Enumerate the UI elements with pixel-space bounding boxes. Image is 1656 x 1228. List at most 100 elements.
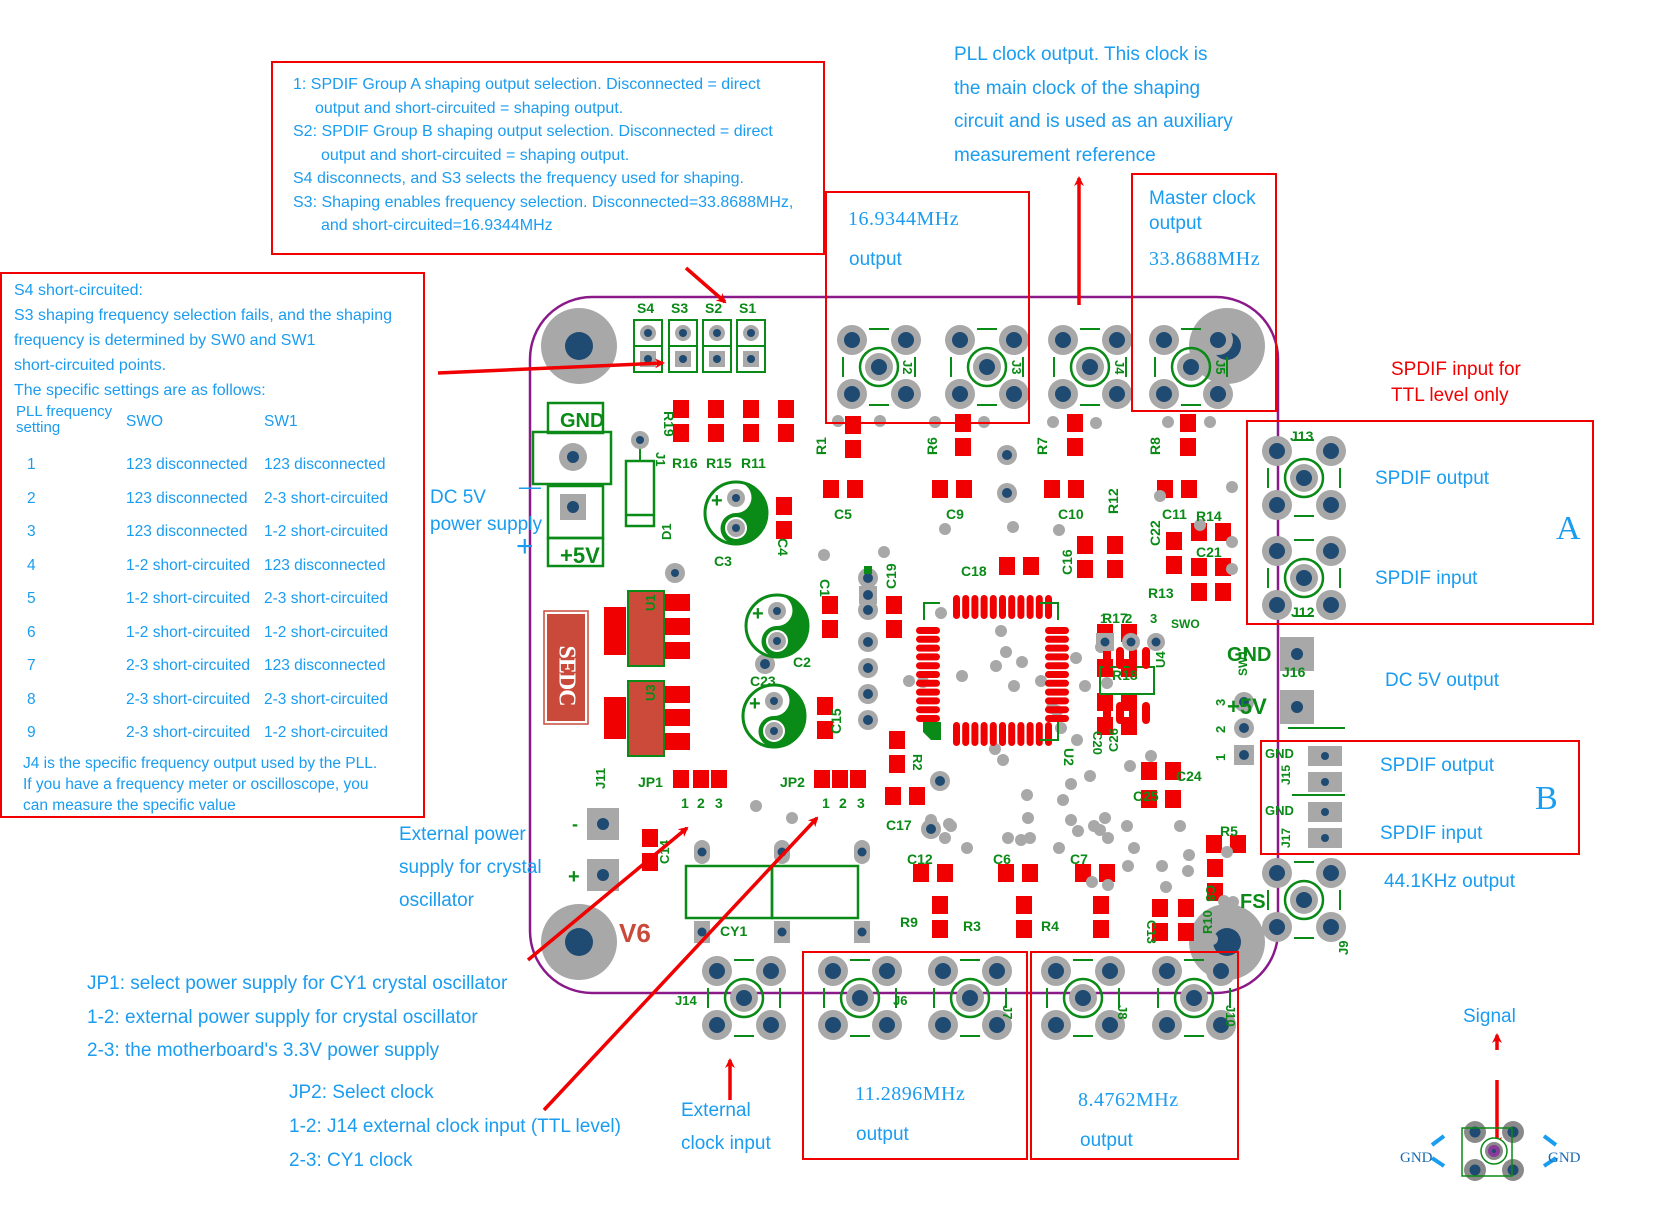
- smd-pad: [822, 596, 838, 614]
- arrow-s4-note: [437, 358, 665, 375]
- silk-label-p2: 2: [697, 795, 705, 811]
- silk-label-gnd-j16: GND: [1227, 644, 1271, 666]
- via: [990, 660, 1002, 672]
- left-note-line: The specific settings are as follows:: [14, 382, 266, 399]
- smd-pad: [673, 424, 689, 442]
- master-clock-freq: 33.8688MHz: [1149, 248, 1261, 270]
- master-clock-box: [1131, 173, 1277, 412]
- top-note-line: output and short-circuited = shaping out…: [315, 99, 624, 117]
- via: [1002, 832, 1014, 844]
- smd-pad: [693, 770, 709, 788]
- ext-clock-note: External clock input: [681, 1100, 771, 1154]
- smd-pad: [1181, 480, 1197, 498]
- via: [1015, 834, 1027, 846]
- dc5v-minus-sign: —: [519, 474, 541, 499]
- arrow-top-note: [684, 266, 727, 304]
- via: [1122, 860, 1134, 872]
- pll-note-line: circuit and is used as an auxiliary: [954, 111, 1233, 132]
- silk-label-u2: U2: [1061, 748, 1077, 766]
- silk-label-c20: C20: [1090, 731, 1105, 755]
- left-note-box: [0, 272, 425, 818]
- silk-label-c9: C9: [946, 506, 964, 522]
- smd-pad: [778, 400, 794, 418]
- cell-swo: 1-2 short-circuited: [126, 590, 251, 607]
- silk-label-r9: R9: [900, 914, 918, 930]
- via: [1204, 416, 1216, 428]
- cell-sw1: 123 disconnected: [264, 657, 386, 674]
- silk-label-r16: R16: [672, 455, 698, 471]
- cell-setting: 4: [27, 556, 36, 574]
- left-note-line: S3 shaping frequency selection fails, an…: [14, 307, 393, 324]
- via: [1102, 879, 1114, 891]
- smd-pad: [817, 697, 833, 715]
- svg-text:+: +: [752, 603, 764, 625]
- j4-connector: [1048, 325, 1132, 409]
- smd-pad: [1141, 762, 1157, 780]
- silk-label-gnd: GND: [560, 410, 604, 432]
- silk-label-r2: R2: [910, 754, 925, 771]
- via: [1156, 860, 1168, 872]
- cell-sw1: 2-3 short-circuited: [264, 489, 389, 507]
- smd-pad: [832, 770, 848, 788]
- silk-label-j4: J4: [1112, 360, 1127, 375]
- pll-note: PLL clock output. This clock is the main…: [954, 38, 1233, 172]
- silk-label-j15: J15: [1279, 765, 1293, 785]
- smd-pad: [1215, 583, 1231, 601]
- smd-pad: [913, 864, 929, 882]
- top-note-line: and short-circuited=16.9344MHz: [321, 217, 553, 234]
- j3-connector: [945, 325, 1029, 409]
- left-note-line: S4 short-circuited:: [14, 282, 143, 299]
- smd-pad: [1093, 896, 1109, 914]
- smd-pad: [743, 400, 759, 418]
- j2-connector: [837, 325, 921, 409]
- silk-label-j2: J2: [900, 360, 915, 374]
- out-8m-freq: 8.4762MHz: [1078, 1089, 1179, 1111]
- silk-label-p2: 2: [839, 795, 847, 811]
- smd-pad: [1016, 920, 1032, 938]
- via: [1086, 876, 1098, 888]
- silk-label-s3: S3: [671, 300, 688, 316]
- smd-pads: [642, 400, 1246, 941]
- silk-label-p5v-j16: +5V: [1227, 694, 1267, 719]
- via: [1047, 416, 1059, 428]
- smd-pad: [1180, 438, 1196, 456]
- smd-pad: [673, 770, 689, 788]
- smd-pad: [909, 787, 925, 805]
- smd-pad: [998, 864, 1014, 882]
- via: [874, 415, 886, 427]
- u4-pin: [1103, 702, 1111, 724]
- silk-label-u1: U1: [643, 594, 658, 611]
- u4-pin: [1116, 647, 1124, 669]
- via: [935, 607, 947, 619]
- left-note-intro: S4 short-circuited: S3 shaping frequency…: [14, 278, 392, 403]
- silk-label-j10: J10: [1223, 1005, 1238, 1027]
- annotation-arrows: [437, 176, 1502, 1147]
- silk-label-r11: R11: [741, 455, 766, 471]
- silk-label-s2: S2: [705, 300, 722, 316]
- via: [1053, 524, 1065, 536]
- cell-setting: 3: [27, 523, 36, 540]
- group-a-output-label: SPDIF output: [1375, 468, 1490, 489]
- u4-pin: [1103, 647, 1111, 669]
- cell-setting: 1: [27, 456, 36, 473]
- silk-label-c11: C11: [1162, 506, 1187, 522]
- silk-label-p3: 3: [715, 795, 723, 811]
- silk-label-c26: C26: [1106, 728, 1121, 752]
- pll-note-line: the main clock of the shaping: [954, 77, 1201, 99]
- silk-label-r12: R12: [1105, 488, 1121, 514]
- silk-label-r13: R13: [1148, 585, 1174, 601]
- u4-soic-chip: [1099, 666, 1155, 695]
- smd-pad: [845, 416, 861, 434]
- silk-label-p3: 3: [857, 795, 865, 811]
- cell-setting: 5: [27, 590, 36, 607]
- group-b-output-label: SPDIF output: [1380, 755, 1495, 776]
- silk-label-gnd-j17: GND: [1265, 803, 1294, 818]
- silk-label-p3: 3: [1150, 611, 1157, 626]
- smd-pad: [1107, 560, 1123, 578]
- dc-power-terminal: [531, 401, 613, 568]
- via: [1226, 481, 1238, 493]
- smd-pad: [1152, 899, 1168, 917]
- smd-pad: [673, 400, 689, 418]
- silk-label-cy1: CY1: [720, 923, 747, 939]
- via: [1090, 417, 1102, 429]
